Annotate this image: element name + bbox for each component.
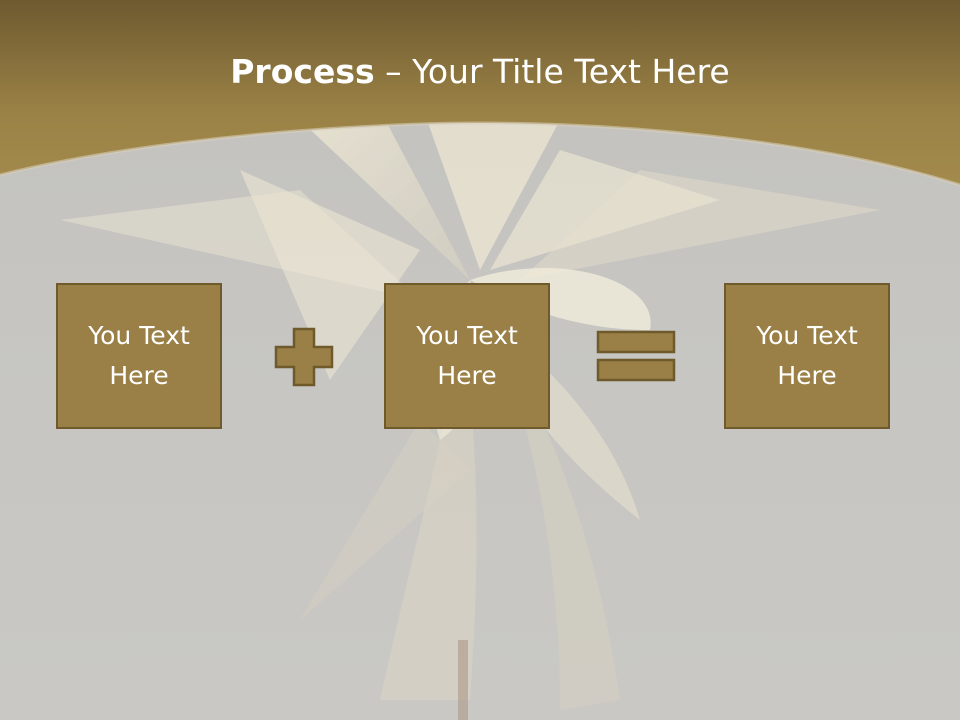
slide-title: Process – Your Title Text Here — [0, 52, 960, 91]
title-bold: Process — [230, 52, 375, 91]
process-box-1[interactable]: You Text Here — [56, 283, 222, 429]
process-box-3[interactable]: You Text Here — [724, 283, 890, 429]
plus-icon — [274, 327, 334, 387]
title-rest: – Your Title Text Here — [374, 52, 730, 91]
equals-icon — [596, 330, 676, 382]
process-box-2[interactable]: You Text Here — [384, 283, 550, 429]
